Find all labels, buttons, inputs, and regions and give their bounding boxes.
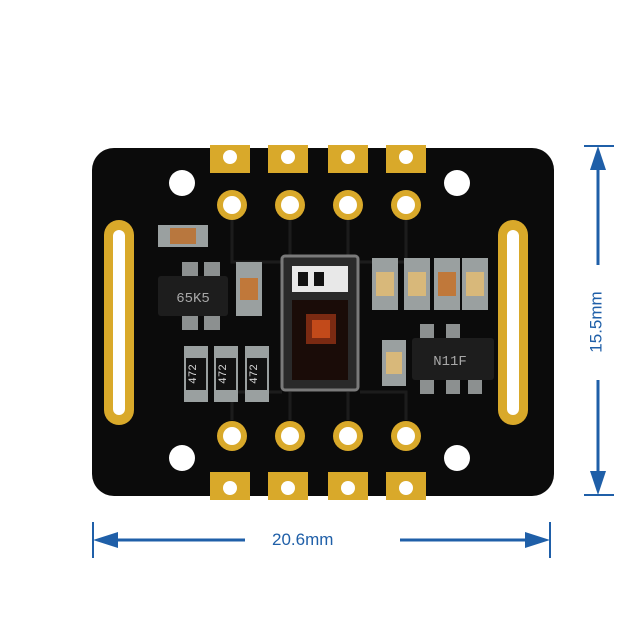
resistor-472-1: 472 [184,346,208,402]
mounting-hole-bottom-left [169,445,195,471]
bottom-pin-row [210,421,426,500]
mounting-hole-bottom-right [444,445,470,471]
height-dimension-arrow [584,145,614,496]
width-dimension-arrow [92,522,551,558]
ic-n11f-marking: N11F [433,354,467,370]
ic-n11f: N11F [412,324,494,394]
width-dimension-label: 20.6mm [272,530,334,549]
mounting-hole-top-right [444,170,470,196]
ic-65k5-marking: 65K5 [176,291,210,307]
resistor-472-3: 472 [245,346,269,402]
capacitor-row-right [372,258,488,310]
optical-sensor-chip [280,254,360,392]
resistor-472-2: 472 [214,346,238,402]
resistor-472-3-marking: 472 [249,364,261,384]
mounting-hole-top-left [169,170,195,196]
ic-65k5: 65K5 [158,262,228,330]
top-pin-row [210,145,426,220]
height-dimension-label: 15.5mm [586,291,606,353]
resistor-472-2-marking: 472 [218,364,230,384]
resistor-472-1-marking: 472 [188,364,200,384]
